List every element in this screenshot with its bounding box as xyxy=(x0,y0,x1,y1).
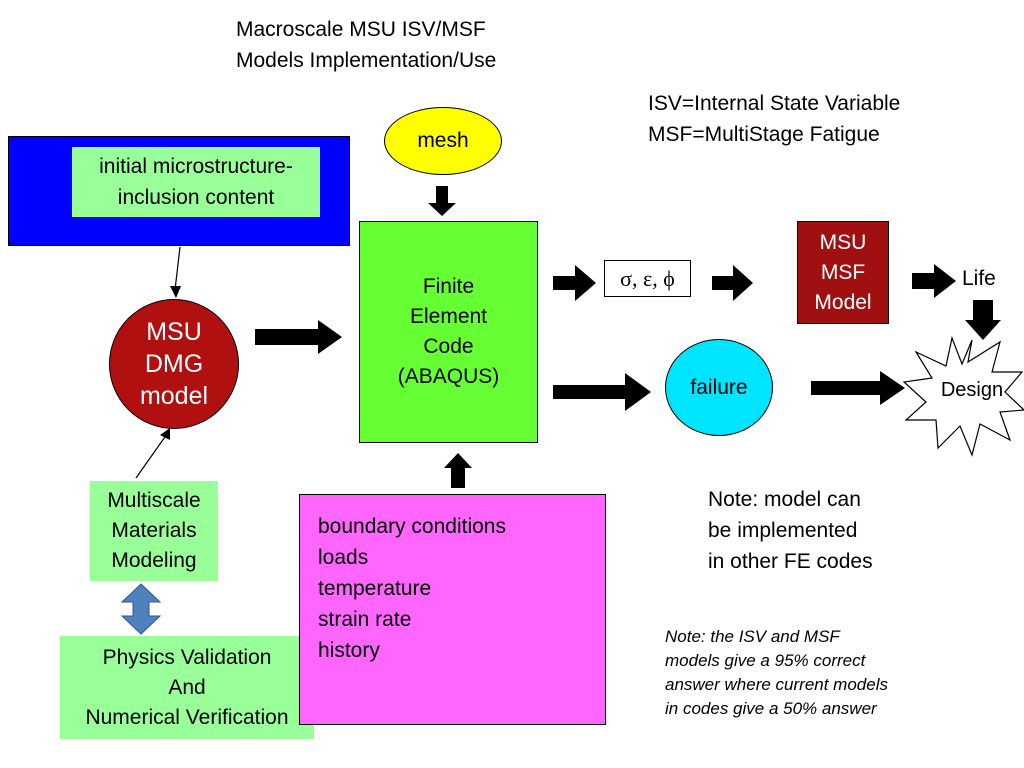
bc-item: history xyxy=(318,639,380,662)
mesh-label: mesh xyxy=(417,129,469,152)
arrow-fe-to-state xyxy=(553,265,596,301)
abbrev-isv: ISV=Internal State Variable xyxy=(648,92,901,115)
title-line-1: Macroscale MSU ISV/MSF xyxy=(236,18,486,41)
state-variables-box: σ, ε, ϕ xyxy=(604,260,691,297)
arrow-boundary-to-fe xyxy=(444,453,472,488)
design-label: Design xyxy=(940,379,1004,401)
fe-line-3: Code xyxy=(423,335,474,358)
physics-validation-box: Physics Validation And Numerical Verific… xyxy=(60,636,314,739)
physics-line-3: Numerical Verification xyxy=(85,705,289,729)
arrow-state-to-msf xyxy=(712,265,753,301)
arrow-fe-to-failure xyxy=(553,373,651,411)
bc-item: boundary conditions xyxy=(318,515,506,538)
note-fe-line-3: in other FE codes xyxy=(708,550,873,573)
multiscale-line-3: Modeling xyxy=(111,549,197,572)
failure-label: failure xyxy=(690,375,748,399)
bc-item: temperature xyxy=(318,577,432,600)
msf-line-2: MSF xyxy=(820,260,866,284)
dmg-line-1: MSU xyxy=(146,318,202,346)
arrow-mesh-to-fe xyxy=(428,186,456,216)
fe-line-1: Finite xyxy=(422,275,475,298)
double-arrow-multiscale-physics xyxy=(120,583,162,635)
microstructure-box: initial microstructure- inclusion conten… xyxy=(72,147,320,217)
bc-item: loads xyxy=(318,546,369,569)
msf-line-3: Model xyxy=(814,290,872,314)
multiscale-line-1: Multiscale xyxy=(107,489,201,512)
microstructure-line-2: inclusion content xyxy=(117,186,275,209)
note-accuracy-line-2: models give a 95% correct xyxy=(665,651,866,670)
arrow-msf-to-life xyxy=(912,264,956,298)
fe-line-2: Element xyxy=(409,305,488,328)
boundary-conditions-box: boundary conditions loads temperature st… xyxy=(299,494,606,725)
arrow-dmg-to-fe xyxy=(255,320,342,354)
msf-line-1: MSU xyxy=(819,230,867,254)
fe-codes-note: Note: model can be implemented in other … xyxy=(708,484,873,577)
note-accuracy-line-3: answer where current models xyxy=(665,675,888,694)
note-accuracy-line-4: in codes give a 50% answer xyxy=(665,699,877,718)
mesh-node: mesh xyxy=(384,107,502,175)
arrow-failure-to-design xyxy=(811,371,905,405)
failure-node: failure xyxy=(665,339,773,436)
fe-code-box: Finite Element Code (ABAQUS) xyxy=(359,221,538,443)
abbreviation-legend: ISV=Internal State Variable MSF=MultiSta… xyxy=(648,88,900,150)
title-line-2: Models Implementation/Use xyxy=(236,49,497,72)
microstructure-line-1: initial microstructure- xyxy=(99,155,293,178)
accuracy-note: Note: the ISV and MSF models give a 95% … xyxy=(665,625,888,721)
physics-line-2: And xyxy=(168,675,206,699)
physics-line-1: Physics Validation xyxy=(102,645,272,669)
state-variables-label: σ, ε, ϕ xyxy=(620,265,675,291)
note-fe-line-1: Note: model can xyxy=(708,488,861,511)
note-fe-line-2: be implemented xyxy=(708,519,858,542)
dmg-line-3: model xyxy=(139,382,209,410)
connector-micro-to-dmg-head xyxy=(170,286,181,298)
bc-item: strain rate xyxy=(318,608,412,631)
fe-line-4: (ABAQUS) xyxy=(397,365,500,388)
diagram-title: Macroscale MSU ISV/MSF Models Implementa… xyxy=(236,14,496,76)
connector-multiscale-to-dmg xyxy=(135,433,168,479)
msf-model-box: MSU MSF Model xyxy=(797,221,889,324)
multiscale-line-2: Materials xyxy=(111,519,197,542)
dmg-model-node: MSU DMG model xyxy=(109,299,239,429)
connector-micro-to-dmg xyxy=(174,246,181,291)
boundary-conditions-list: boundary conditions loads temperature st… xyxy=(300,495,605,666)
abbrev-msf: MSF=MultiStage Fatigue xyxy=(648,123,880,146)
connector-multiscale-to-dmg-head xyxy=(160,428,170,440)
multiscale-modeling-box: Multiscale Materials Modeling xyxy=(90,481,218,581)
dmg-line-2: DMG xyxy=(144,350,204,378)
life-label: Life xyxy=(962,267,996,290)
arrow-life-to-design xyxy=(965,300,1001,340)
note-accuracy-line-1: Note: the ISV and MSF xyxy=(665,627,840,646)
